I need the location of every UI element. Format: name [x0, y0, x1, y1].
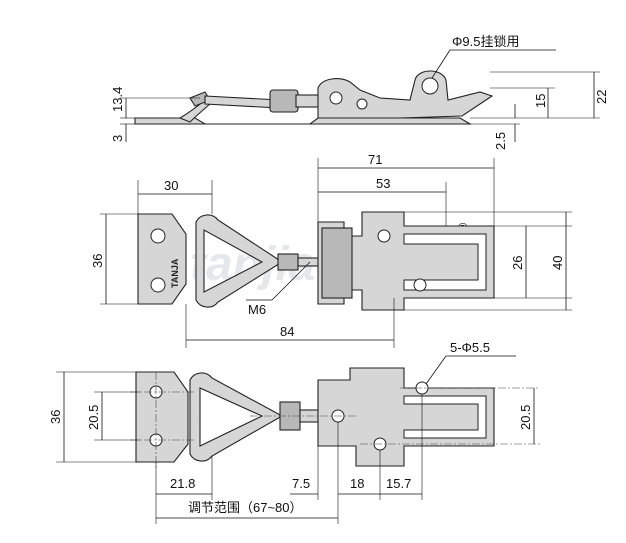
- dim-21-8: 21.8: [170, 476, 195, 491]
- dim-15: 15: [533, 94, 548, 108]
- bottom-hook-plate: [317, 367, 495, 467]
- dim-30: 30: [164, 178, 178, 193]
- thread-label-m6: M6: [248, 302, 266, 317]
- dim-13-4: 13.4: [110, 87, 125, 112]
- dim-22: 22: [594, 90, 609, 104]
- holes-note: 5-Φ5.5: [450, 340, 490, 355]
- side-padlock-hole: [421, 77, 439, 95]
- side-pivot-hole: [329, 91, 343, 105]
- side-turnbuckle: [295, 94, 321, 108]
- dim-53: 53: [376, 176, 390, 191]
- dim-2-5: 2.5: [493, 132, 508, 150]
- mid-nut: [277, 253, 299, 271]
- dim-3: 3: [110, 135, 125, 142]
- mid-hook-slot: [403, 233, 487, 291]
- bottom-hook-slot: [403, 395, 487, 439]
- dim-15-7: 15.7: [386, 476, 411, 491]
- side-view: Φ9.5挂锁用 13.4 3 15 22 2.5: [110, 34, 609, 150]
- dim-71: 71: [368, 152, 382, 167]
- bottom-left-plate: [135, 371, 189, 463]
- side-rivet: [356, 98, 368, 110]
- dim-20-5-left: 20.5: [86, 405, 101, 430]
- side-lever-body: [317, 70, 494, 119]
- dim-20-5-right: 20.5: [518, 405, 533, 430]
- dim-7-5: 7.5: [292, 476, 310, 491]
- dim-84: 84: [280, 324, 294, 339]
- side-bail-rod: [204, 95, 281, 109]
- mid-hook-hole-top: [377, 229, 391, 243]
- adjust-range: 调节范围（67~80）: [188, 500, 303, 515]
- top-view: tanjia ® TANJA 30 71 53: [90, 152, 572, 348]
- dim-26: 26: [510, 256, 525, 270]
- mid-lever-bar: [321, 227, 353, 299]
- bottom-view: 5-Φ5.5 36 20.5 20.5 21.8 7.5 18 15.7 调节范…: [48, 340, 540, 524]
- brand-text: TANJA: [170, 258, 180, 288]
- dim-40: 40: [550, 256, 565, 270]
- mid-triangular-bail: [195, 214, 284, 308]
- mid-plate-hole-bottom: [150, 277, 166, 293]
- dim-36-bottom: 36: [48, 410, 63, 424]
- dim-36-top: 36: [90, 254, 105, 268]
- dim-18: 18: [350, 476, 364, 491]
- bottom-triangular-bail: [189, 372, 284, 462]
- side-threaded-nut: [269, 89, 299, 113]
- mid-plate-hole-top: [150, 228, 166, 244]
- padlock-hole-note: Φ9.5挂锁用: [452, 34, 519, 49]
- mid-hook-hole-bottom: [413, 278, 427, 292]
